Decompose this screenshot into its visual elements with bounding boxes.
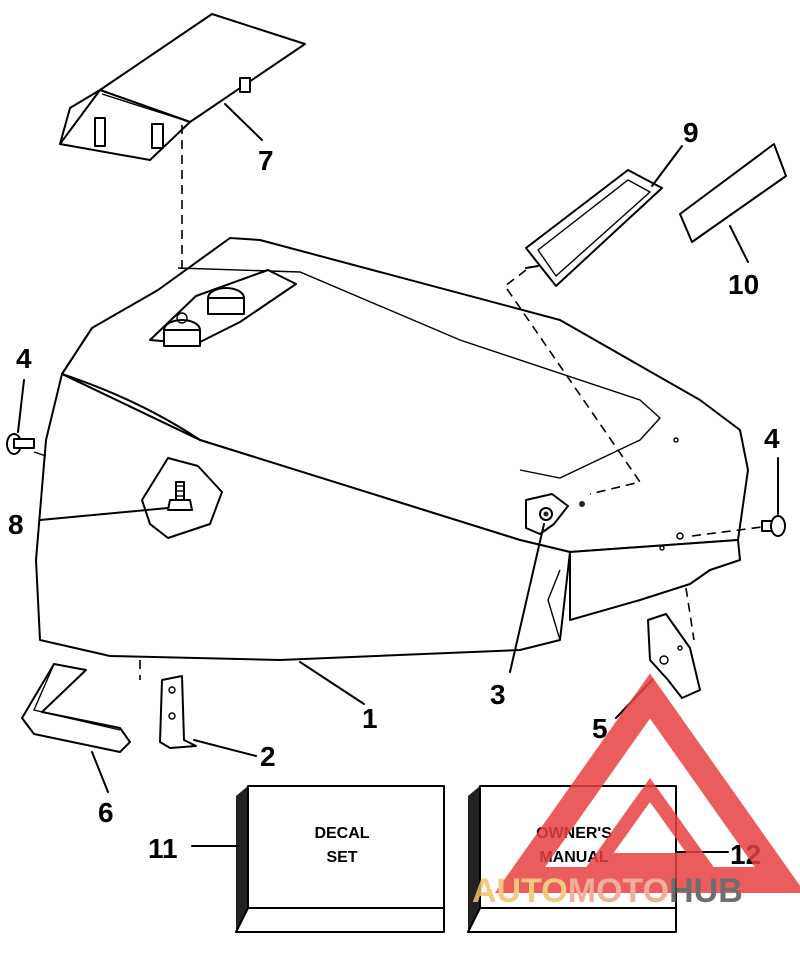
callout-10: 10 (728, 269, 759, 300)
part-2-bracket (139, 660, 197, 749)
assembly-line-grille (503, 269, 642, 495)
box-11-decal-set (235, 785, 445, 933)
callout-2: 2 (260, 741, 276, 772)
callout-7: 7 (258, 145, 274, 176)
callout-6: 6 (98, 797, 114, 828)
watermark-inner-triangle-icon (586, 777, 714, 867)
callout-8: 8 (8, 509, 24, 540)
part-1-engine-cowl (35, 237, 749, 661)
callout-9: 9 (683, 117, 699, 148)
watermark-text-hub: HUB (669, 872, 743, 910)
callout-3: 3 (490, 679, 506, 710)
part-9-grille (525, 169, 663, 287)
decal-box-line2: SET (326, 849, 357, 866)
part-6-trim (21, 663, 131, 753)
callout-1: 1 (362, 703, 378, 734)
part-7-cover-cap (59, 13, 306, 161)
part-4-pin-right (691, 515, 786, 537)
watermark-text-moto: MOTO (568, 872, 669, 910)
part-4-pin-left (6, 433, 47, 457)
part-10-strip (679, 143, 787, 243)
part-5-bracket (647, 587, 701, 699)
watermark-triangle-icon (494, 673, 800, 893)
decal-box-line1: DECAL (314, 825, 369, 842)
part-8-plate-bolt (141, 457, 223, 539)
watermark-text-auto: AUTO (472, 872, 568, 910)
watermark-logo: AUTOMOTOHUB (472, 673, 800, 910)
callout-4-left: 4 (16, 343, 32, 374)
callout-5: 5 (592, 713, 608, 744)
callout-11: 11 (148, 833, 178, 864)
callout-4-right: 4 (764, 423, 780, 454)
svg-text:AUTOMOTOHUB: AUTOMOTOHUB (472, 872, 743, 910)
